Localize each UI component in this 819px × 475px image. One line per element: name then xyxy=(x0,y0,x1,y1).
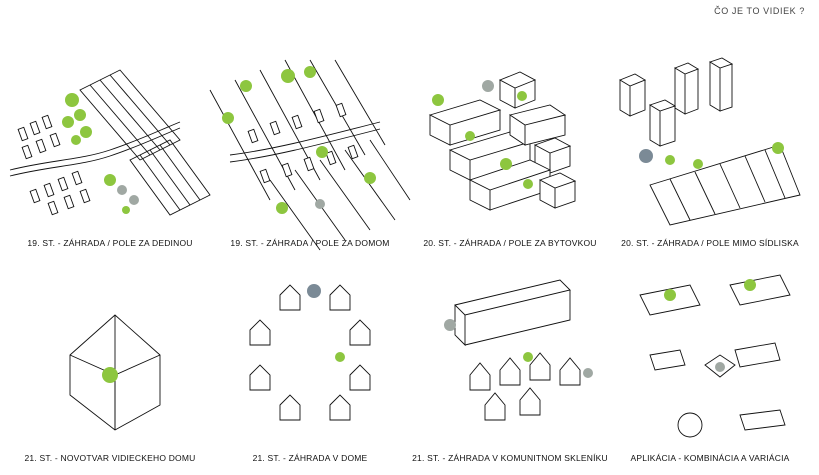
panel-caption: 19. ST. - ZÁHRADA / POLE ZA DEDINOU xyxy=(27,238,193,248)
panel-caption: 21. ST. - ZÁHRADA V KOMUNITNOM SKLENÍKU xyxy=(412,453,608,463)
diagram-garden-in-house xyxy=(249,284,371,421)
diagram-fields-behind-block xyxy=(428,71,577,211)
panel-19c-village-fields: 19. ST. - ZÁHRADA / POLE ZA DEDINOU xyxy=(9,60,211,270)
panel-19c-fields-behind-house: 19. ST. - ZÁHRADA / POLE ZA DOMOM xyxy=(209,59,411,270)
tower-blocks xyxy=(618,57,734,147)
field-strip xyxy=(649,144,801,226)
apartment-blocks xyxy=(428,71,577,211)
panel-21c-new-rural-house: 21. ST. - NOVOTVAR VIDIECKEHO DOMU xyxy=(10,265,210,475)
panel-caption: 19. ST. - ZÁHRADA / POLE ZA DOMOM xyxy=(230,238,390,248)
diagram-fields-behind-house xyxy=(209,59,411,251)
diagram-village-fields xyxy=(9,69,211,216)
panel-caption: 21. ST. - ZÁHRADA V DOME xyxy=(252,453,368,463)
panel-caption: 20. ST. - ZÁHRADA / POLE MIMO SÍDLISKA xyxy=(621,238,799,248)
diagram-application-combination xyxy=(639,274,791,438)
panel-caption: 21. ST. - NOVOTVAR VIDIECKEHO DOMU xyxy=(24,453,196,463)
tree-inside xyxy=(102,367,118,383)
road xyxy=(229,121,381,156)
panel-caption: 20. ST. - ZÁHRADA / POLE ZA BYTOVKOU xyxy=(423,238,597,248)
field-lines xyxy=(209,59,411,251)
diagram-fields-outside-housing xyxy=(618,57,801,226)
village-houses xyxy=(17,114,91,216)
row-houses xyxy=(247,102,359,184)
panel-21c-garden-in-house: 21. ST. - ZÁHRADA V DOME xyxy=(210,265,410,475)
field-strips-bottom xyxy=(129,139,211,216)
trees xyxy=(444,319,593,378)
panel-application-combination: APLIKÁCIA - KOMBINÁCIA A VARIÁCIA xyxy=(610,265,810,475)
trees xyxy=(62,93,139,214)
diagram-new-rural-house xyxy=(69,314,161,431)
trees xyxy=(664,279,756,372)
panel-caption: APLIKÁCIA - KOMBINÁCIA A VARIÁCIA xyxy=(630,453,790,463)
trees xyxy=(222,66,376,214)
houses xyxy=(469,352,581,421)
houses-in-circle xyxy=(249,284,371,421)
greenhouse xyxy=(454,279,571,347)
trees xyxy=(639,142,784,169)
panel-20c-fields-behind-block: 20. ST. - ZÁHRADA / POLE ZA BYTOVKOU xyxy=(410,60,610,270)
trees xyxy=(307,284,345,362)
panel-20c-fields-outside-housing: 20. ST. - ZÁHRADA / POLE MIMO SÍDLISKA xyxy=(610,57,810,270)
combined-patterns xyxy=(639,274,791,438)
panel-21c-community-greenhouse: 21. ST. - ZÁHRADA V KOMUNITNOM SKLENÍKU xyxy=(410,265,610,475)
trees xyxy=(432,80,533,189)
road xyxy=(9,121,181,171)
field-strips-top xyxy=(79,69,181,161)
page-header: ČO JE TO VIDIEK ? xyxy=(714,6,805,16)
diagram-community-greenhouse xyxy=(444,279,593,421)
